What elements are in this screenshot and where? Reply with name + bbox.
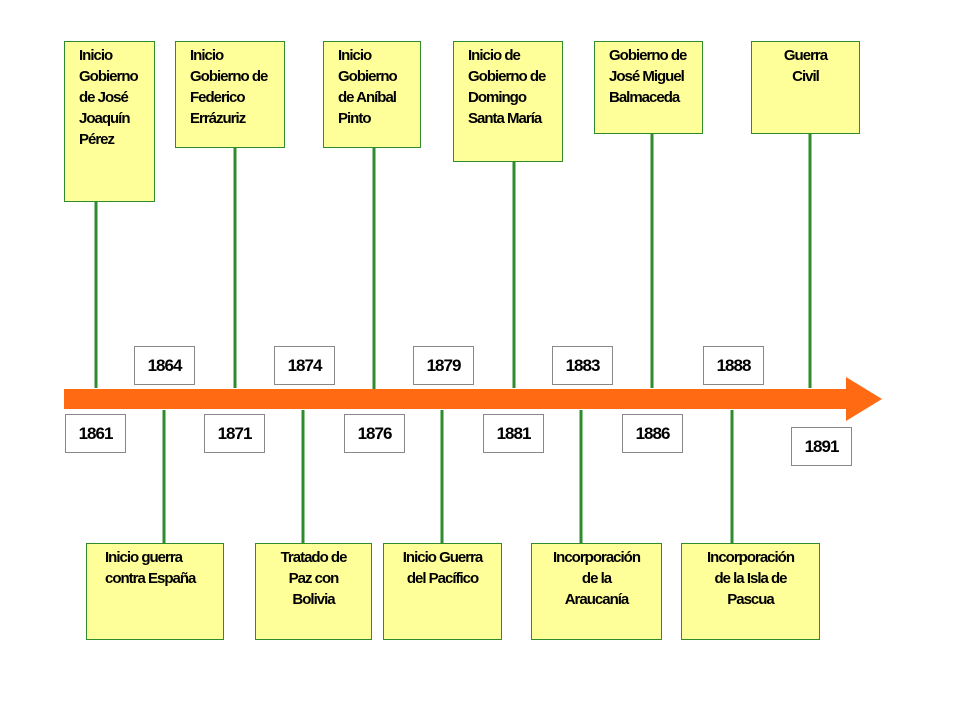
event-isla-pascua: Incorporación de la Isla de Pascua xyxy=(681,543,820,640)
year-label-1881: 1881 xyxy=(483,414,544,453)
year-label-1861: 1861 xyxy=(65,414,126,453)
year-label-1874: 1874 xyxy=(274,346,335,385)
event-araucania: Incorporación de la Araucanía xyxy=(531,543,662,640)
event-guerra-civil: Guerra Civil xyxy=(751,41,860,134)
event-guerra-pacifico: Inicio Guerra del Pacífico xyxy=(383,543,502,640)
year-label-1864: 1864 xyxy=(134,346,195,385)
year-label-1871: 1871 xyxy=(204,414,265,453)
year-label-1876: 1876 xyxy=(344,414,405,453)
event-pinto: Inicio Gobierno de Aníbal Pinto xyxy=(323,41,421,148)
year-label-1883: 1883 xyxy=(552,346,613,385)
event-guerra-espana: Inicio guerra contra España xyxy=(86,543,224,640)
event-errazuriz: Inicio Gobierno de Federico Errázuriz xyxy=(175,41,285,148)
year-label-1879: 1879 xyxy=(413,346,474,385)
event-perez: Inicio Gobierno de José Joaquín Pérez xyxy=(64,41,155,202)
event-santa-maria: Inicio de Gobierno de Domingo Santa Marí… xyxy=(453,41,563,162)
year-label-1888: 1888 xyxy=(703,346,764,385)
year-label-1891: 1891 xyxy=(791,427,852,466)
timeline-axis xyxy=(64,389,852,409)
timeline-arrowhead xyxy=(846,377,882,421)
event-tratado-bolivia: Tratado de Paz con Bolivia xyxy=(255,543,372,640)
event-balmaceda: Gobierno de José Miguel Balmaceda xyxy=(594,41,703,134)
year-label-1886: 1886 xyxy=(622,414,683,453)
